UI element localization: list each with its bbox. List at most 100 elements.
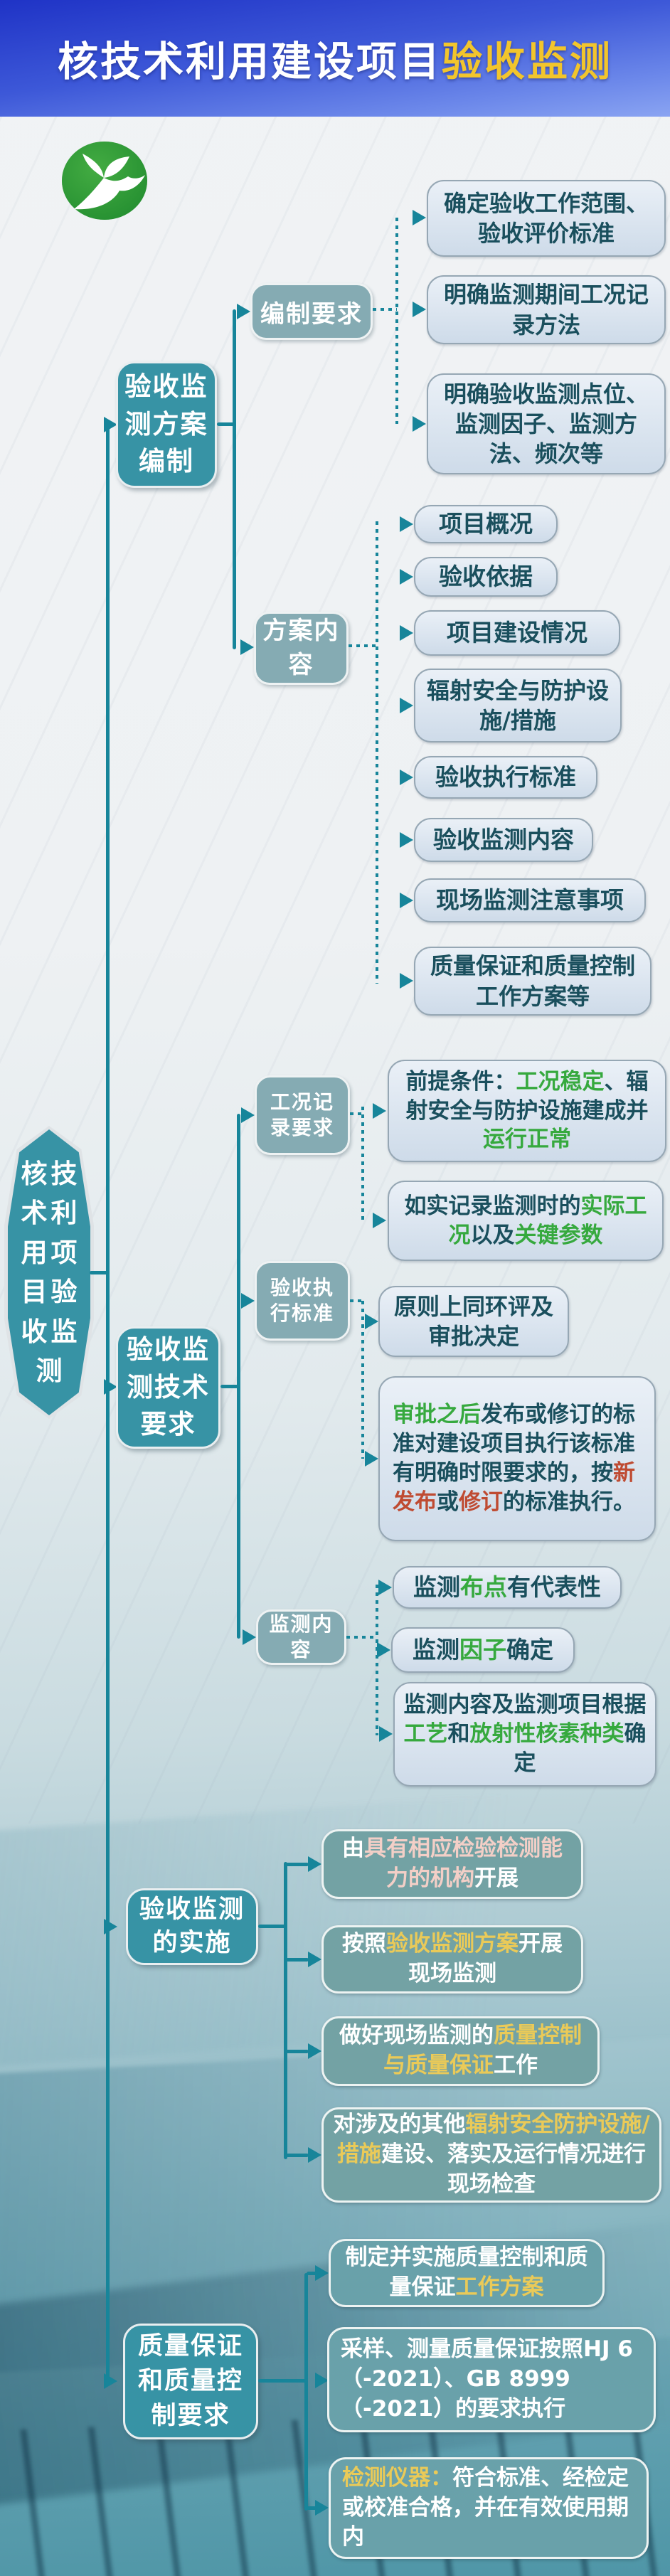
arrowhead-icon (400, 770, 413, 785)
leaf-node: 采样、测量质量保证按照HJ 6（-2021）、GB 8999（-2021）的要求… (327, 2327, 656, 2432)
leaf-node: 验收执行标准 (414, 756, 597, 799)
connector-line (106, 425, 110, 2381)
arrowhead-icon (315, 2500, 329, 2516)
highlight-yellow: 检测仪器： (342, 2464, 452, 2491)
arrowhead-icon (378, 1580, 392, 1595)
dotted-connector (350, 1299, 364, 1302)
highlight-yellow: 验收监测方案 (386, 1931, 519, 1957)
arrowhead-icon (373, 1213, 386, 1228)
leaf-node: 监测因子确定 (391, 1627, 575, 1673)
highlight-green: 因子 (459, 1636, 506, 1664)
leaf-node: 检测仪器：符合标准、经检定或校准合格，并在有效使用期内 (329, 2457, 649, 2559)
page-title: 核技术利用建设项目验收监测 (58, 38, 612, 85)
connector-line (217, 422, 235, 426)
highlight-green: 放射性核素种类 (469, 1721, 624, 1747)
arrowhead-icon (379, 1726, 393, 1742)
arrowhead-icon (400, 516, 413, 532)
branch-node: 质量保证和质量控制要求 (123, 2324, 258, 2439)
title-banner: 核技术利用建设项目验收监测 (0, 0, 670, 117)
connector-line (284, 1862, 287, 2159)
dotted-connector (395, 218, 398, 424)
root-node: 核技术利用项目验收监测 (4, 1126, 94, 1419)
arrowhead-icon (308, 1856, 321, 1872)
leaf-node: 验收监测内容 (414, 818, 593, 862)
leaf-node: 监测布点有代表性 (393, 1566, 622, 1609)
highlight-green: 布点 (460, 1573, 507, 1602)
branch-node: 验收监测技术要求 (116, 1326, 220, 1449)
arrowhead-icon (104, 417, 117, 432)
leaf-node: 做好现场监测的质量控制与质量保证工作 (321, 2016, 600, 2086)
arrowhead-icon (240, 639, 254, 655)
leaf-node: 原则上同环评及审批决定 (378, 1286, 569, 1357)
branch-node: 验收监测的实施 (126, 1888, 258, 1965)
dotted-connector (361, 1301, 364, 1459)
dotted-connector (346, 1636, 377, 1639)
arrowhead-icon (413, 210, 426, 225)
arrowhead-icon (373, 1103, 386, 1119)
arrowhead-icon (308, 1952, 321, 1967)
arrowhead-icon (365, 1314, 378, 1329)
leaf-node: 辐射安全与防护设施/措施 (414, 669, 622, 743)
sub-node: 方案内容 (254, 612, 349, 685)
leaf-node: 现场监测注意事项 (414, 878, 646, 922)
highlight-green: 工况稳定 (516, 1068, 605, 1095)
arrowhead-icon (237, 304, 250, 319)
connector-line (258, 2379, 306, 2383)
connector-line (220, 1385, 238, 1388)
leaf-node: 验收依据 (414, 557, 558, 597)
arrowhead-icon (308, 2147, 321, 2163)
highlight-green: 运行正常 (483, 1127, 571, 1153)
leaf-node: 明确验收监测点位、监测因子、监测方法、频次等 (427, 373, 666, 474)
highlight-yellow: 质量控制与质量保证 (383, 2023, 582, 2078)
leaf-node: 对涉及的其他辐射安全防护设施/措施建设、落实及运行情况进行现场检查 (321, 2107, 661, 2203)
highlight-green: 审批之后 (393, 1402, 481, 1428)
arrowhead-icon (243, 1629, 256, 1645)
highlight-red: 新发布 (393, 1460, 635, 1515)
connector-line (307, 2272, 318, 2275)
arrowhead-icon (315, 2373, 329, 2388)
dotted-connector (373, 308, 397, 311)
leaf-node: 明确监测期间工况记录方法 (427, 275, 666, 344)
leaf-node: 制定并实施质量控制和质量保证工作方案 (329, 2239, 605, 2307)
dotted-connector (349, 644, 377, 647)
arrowhead-icon (104, 1379, 117, 1395)
leaf-node: 按照验收监测方案开展现场监测 (321, 1925, 583, 1994)
arrowhead-icon (400, 973, 413, 989)
highlight-yellow: 工作方案 (455, 2274, 544, 2300)
dotted-connector (361, 1107, 364, 1222)
leaf-node: 如实记录监测时的实际工况以及关键参数 (388, 1181, 664, 1261)
branch-node: 验收监测方案编制 (116, 361, 217, 488)
leaf-node: 前提条件：工况稳定、辐射安全与防护设施建成并运行正常 (388, 1060, 666, 1162)
green-leaf-bird-logo-icon (61, 141, 148, 220)
connector-line (286, 2154, 309, 2157)
arrowhead-icon (104, 1919, 117, 1934)
arrowhead-icon (241, 1107, 255, 1123)
leaf-node: 项目概况 (414, 505, 558, 543)
highlight-yellow: 辐射安全防护设施/措施 (337, 2112, 650, 2168)
arrowhead-icon (104, 2373, 117, 2389)
connector-line (258, 1925, 287, 1928)
leaf-node: 审批之后发布或修订的标准对建设项目执行该标准有明确时限要求的，按新发布或修订的标… (378, 1376, 656, 1541)
leaf-node: 由具有相应检验检测能力的机构开展 (321, 1829, 583, 1899)
highlight-green: 关键参数 (514, 1222, 603, 1248)
root-node-label: 核技术利用项目验收监测 (8, 1129, 90, 1415)
ice-texture (0, 2036, 670, 2373)
arrowhead-icon (241, 1293, 255, 1309)
highlight-pink: 具有相应检验检测能力的机构 (364, 1836, 563, 1891)
arrowhead-icon (315, 2265, 329, 2281)
connector-line (307, 2506, 318, 2510)
leaf-node: 监测内容及监测项目根据工艺和放射性核素种类确定 (393, 1682, 656, 1787)
arrowhead-icon (400, 893, 413, 908)
connector-line (286, 1958, 309, 1962)
arrowhead-icon (413, 416, 426, 432)
page-title-highlight: 验收监测 (442, 38, 612, 85)
sub-node: 验收执行标准 (255, 1261, 350, 1341)
highlight-green: 实际工况 (448, 1193, 647, 1248)
connector-line (237, 1114, 240, 1639)
arrowhead-icon (377, 1642, 390, 1658)
connector-line (286, 1863, 309, 1866)
dotted-connector (376, 521, 378, 984)
sub-node: 编制要求 (250, 283, 373, 340)
arrowhead-icon (400, 569, 413, 585)
